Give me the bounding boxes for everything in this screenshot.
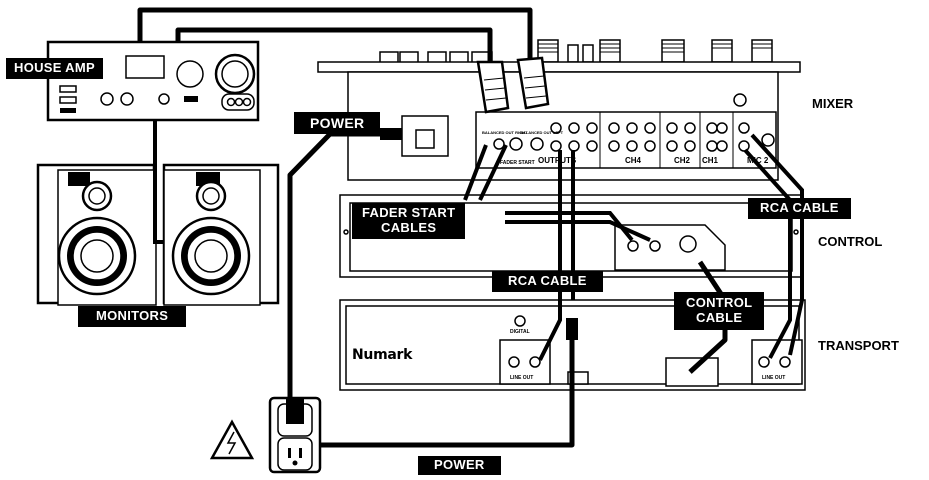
fader-start-cables-label: FADER START CABLES [352, 203, 465, 239]
control-cable-label: CONTROL CABLE [674, 292, 764, 330]
mixer-mic2-label: MIC 2 [747, 156, 768, 165]
power-outlet-icon [270, 398, 320, 472]
warning-triangle-icon [212, 422, 252, 458]
mixer-fader-start-label: FADER START [500, 160, 535, 166]
transport-line-out-left-label: LINE OUT [510, 375, 533, 381]
mixer-ch2-label: CH2 [674, 156, 690, 165]
mixer-outputs-label: OUTPUTS [538, 156, 576, 165]
mixer-top-controls [380, 40, 772, 64]
rca-cable-right-label: RCA CABLE [748, 198, 851, 219]
monitor-left [38, 165, 156, 305]
transport-label: TRANSPORT [818, 338, 899, 353]
control-cable-line2: CABLE [686, 311, 752, 326]
monitors-label: MONITORS [78, 306, 186, 327]
mixer-label: MIXER [812, 96, 853, 111]
mixer-ch4-label: CH4 [625, 156, 641, 165]
house-amp-unit [48, 42, 258, 120]
control-cable-line1: CONTROL [686, 296, 752, 311]
amp-monitor-cable [155, 120, 164, 242]
power-label-top: POWER [294, 112, 380, 134]
monitor-right [164, 165, 278, 305]
transport-line-out-right-label: LINE OUT [762, 375, 785, 381]
fader-start-cables-line1: FADER START [362, 206, 455, 221]
fader-start-cables-line2: CABLES [362, 221, 455, 236]
mixer-ch1-label: CH1 [702, 156, 718, 165]
house-amp-label: HOUSE AMP [6, 58, 103, 79]
mixer-balanced-left-label: BALANCED OUT LEFT [520, 130, 563, 135]
control-label: CONTROL [818, 234, 882, 249]
rca-cable-center-label: RCA CABLE [492, 271, 603, 292]
power-label-bottom: POWER [418, 456, 501, 475]
numark-logo: Numark [352, 347, 412, 363]
transport-digital-label: DIGITAL [510, 329, 530, 335]
